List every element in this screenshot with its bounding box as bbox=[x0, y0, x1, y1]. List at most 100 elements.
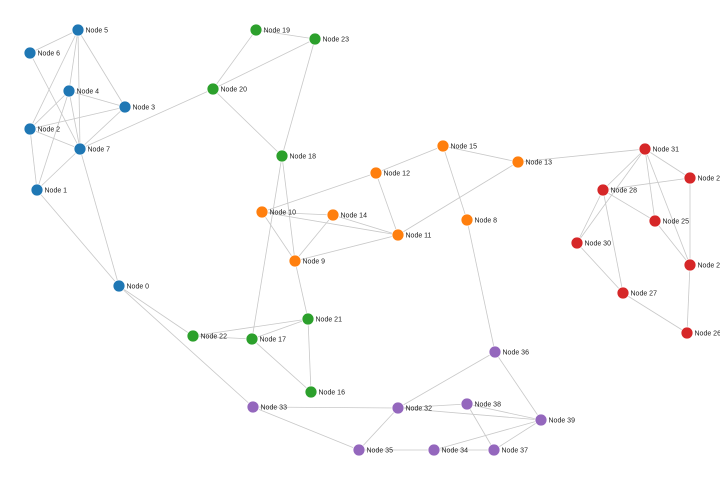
node-21[interactable] bbox=[301, 312, 315, 326]
node-25[interactable] bbox=[648, 214, 662, 228]
node-4[interactable] bbox=[62, 84, 76, 98]
node-12[interactable] bbox=[369, 166, 383, 180]
node-label-27: Node 27 bbox=[631, 291, 658, 298]
edge-18-17 bbox=[251, 155, 283, 340]
edge-13-11 bbox=[397, 161, 519, 236]
node-label-21: Node 21 bbox=[316, 317, 343, 324]
node-label-38: Node 38 bbox=[475, 402, 502, 409]
node-label-0: Node 0 bbox=[127, 284, 150, 291]
edge-28-25 bbox=[602, 189, 656, 222]
node-38[interactable] bbox=[460, 397, 474, 411]
node-11[interactable] bbox=[391, 228, 405, 242]
node-2[interactable] bbox=[23, 122, 37, 136]
node-28[interactable] bbox=[596, 183, 610, 197]
node-35[interactable] bbox=[352, 443, 366, 457]
node-label-15: Node 15 bbox=[451, 144, 478, 151]
edge-32-36 bbox=[397, 351, 496, 409]
edge-28-30 bbox=[576, 189, 604, 244]
edge-4-3 bbox=[68, 90, 126, 108]
edge-12-11 bbox=[375, 172, 399, 236]
edge-10-14 bbox=[261, 211, 334, 216]
node-24[interactable] bbox=[683, 258, 697, 272]
edge-5-7 bbox=[77, 29, 81, 150]
node-15[interactable] bbox=[436, 139, 450, 153]
edge-14-9 bbox=[294, 214, 334, 262]
node-9[interactable] bbox=[288, 254, 302, 268]
node-label-3: Node 3 bbox=[133, 105, 156, 112]
node-label-31: Node 31 bbox=[653, 147, 680, 154]
edge-19-23 bbox=[255, 29, 316, 40]
node-label-8: Node 8 bbox=[475, 218, 498, 225]
node-18[interactable] bbox=[275, 149, 289, 163]
node-22[interactable] bbox=[186, 329, 200, 343]
edge-28-29 bbox=[602, 177, 691, 191]
node-39[interactable] bbox=[534, 413, 548, 427]
edge-28-27 bbox=[602, 189, 624, 294]
node-label-10: Node 10 bbox=[270, 210, 297, 217]
node-label-13: Node 13 bbox=[526, 160, 553, 167]
node-5[interactable] bbox=[71, 23, 85, 37]
edge-31-24 bbox=[644, 148, 691, 266]
edge-38-37 bbox=[466, 403, 495, 451]
nodes-layer bbox=[23, 23, 697, 457]
node-14[interactable] bbox=[326, 208, 340, 222]
node-36[interactable] bbox=[488, 345, 502, 359]
node-20[interactable] bbox=[206, 82, 220, 96]
node-label-20: Node 20 bbox=[221, 87, 248, 94]
node-label-23: Node 23 bbox=[323, 37, 350, 44]
edge-32-38 bbox=[397, 403, 468, 409]
edge-23-18 bbox=[281, 38, 316, 157]
node-label-18: Node 18 bbox=[290, 154, 317, 161]
node-17[interactable] bbox=[245, 332, 259, 346]
edge-20-23 bbox=[212, 38, 316, 90]
edge-10-12 bbox=[261, 172, 377, 213]
node-label-6: Node 6 bbox=[38, 51, 61, 58]
edge-18-9 bbox=[281, 155, 296, 262]
edge-4-2 bbox=[29, 90, 70, 130]
edge-17-16 bbox=[251, 338, 312, 393]
node-19[interactable] bbox=[249, 23, 263, 37]
node-37[interactable] bbox=[487, 443, 501, 457]
node-26[interactable] bbox=[680, 326, 694, 340]
node-3[interactable] bbox=[118, 100, 132, 114]
node-32[interactable] bbox=[391, 401, 405, 415]
edge-7-20 bbox=[79, 88, 214, 150]
node-10[interactable] bbox=[255, 205, 269, 219]
node-7[interactable] bbox=[73, 142, 87, 156]
edge-21-22 bbox=[192, 318, 309, 337]
node-16[interactable] bbox=[304, 385, 318, 399]
node-6[interactable] bbox=[23, 46, 37, 60]
node-31[interactable] bbox=[638, 142, 652, 156]
edge-15-8 bbox=[442, 145, 468, 221]
node-30[interactable] bbox=[570, 236, 584, 250]
edge-8-36 bbox=[466, 219, 496, 353]
edge-30-27 bbox=[576, 242, 624, 294]
edge-25-24 bbox=[654, 220, 691, 266]
edge-27-26 bbox=[622, 292, 688, 334]
node-34[interactable] bbox=[427, 443, 441, 457]
node-8[interactable] bbox=[460, 213, 474, 227]
node-1[interactable] bbox=[30, 183, 44, 197]
node-27[interactable] bbox=[616, 286, 630, 300]
node-23[interactable] bbox=[308, 32, 322, 46]
edge-21-16 bbox=[307, 318, 312, 393]
node-label-32: Node 32 bbox=[406, 406, 433, 413]
edge-31-30 bbox=[576, 148, 646, 244]
edge-13-31 bbox=[517, 148, 646, 163]
edge-6-7 bbox=[29, 52, 81, 150]
edge-0-22 bbox=[118, 285, 194, 337]
node-label-34: Node 34 bbox=[442, 448, 469, 455]
node-label-1: Node 1 bbox=[45, 188, 68, 195]
edge-9-11 bbox=[294, 234, 399, 262]
node-29[interactable] bbox=[683, 171, 697, 185]
edge-10-9 bbox=[261, 211, 296, 262]
node-33[interactable] bbox=[246, 400, 260, 414]
node-13[interactable] bbox=[511, 155, 525, 169]
node-label-16: Node 16 bbox=[319, 390, 346, 397]
edge-10-11 bbox=[261, 211, 399, 236]
edge-5-4 bbox=[68, 29, 79, 92]
edge-4-7 bbox=[68, 90, 81, 150]
node-0[interactable] bbox=[112, 279, 126, 293]
